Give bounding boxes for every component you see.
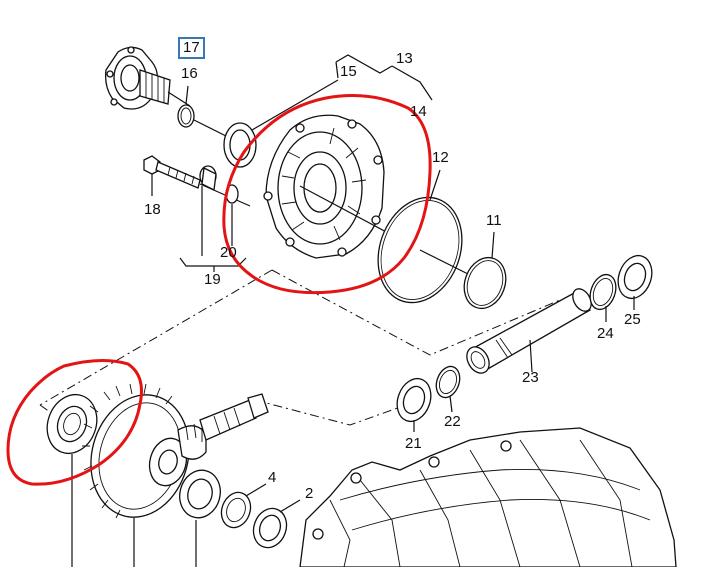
callout-4: 4 [268,469,277,486]
callout-22: 22 [444,413,461,430]
seal-25-part [617,254,653,310]
callout-12: 12 [432,149,449,166]
callout-18: 18 [144,201,161,218]
bearing-circle [6,358,143,486]
seal-ring-part [223,79,339,168]
ring-24-part [589,273,617,322]
housing-cover-circle [222,94,432,295]
circlip-part [177,85,231,139]
bolt-part [143,155,251,207]
callout-23: 23 [522,369,539,386]
callout-11: 11 [486,212,502,229]
callout-24: 24 [597,325,614,342]
ring-22-part [435,365,461,413]
tube-part [466,288,592,374]
callout-14: 14 [410,103,427,120]
small-o-ring-part [463,231,507,310]
callout-15: 15 [340,63,357,80]
bearing-4-part [179,469,221,567]
large-o-ring-part [377,169,471,304]
left-bearing-part [46,393,98,567]
gearbox-housing-part [299,427,677,567]
flange-shaft-part [104,46,191,110]
callout-2: 2 [305,485,314,502]
callout-20: 20 [220,244,237,261]
callout-16: 16 [181,65,198,82]
ring-gear-part [82,383,207,567]
callout-25: 25 [624,311,641,328]
housing-cover-part [263,114,421,259]
callout-17: 17 [178,37,205,59]
ring-near-4-part [220,483,267,529]
pinion-shaft-part [199,393,269,441]
seal-21-part [396,377,432,432]
callout-19: 19 [204,271,221,288]
callout-21: 21 [405,435,422,452]
seal-2-part [252,499,301,549]
bracket-13 [335,54,433,101]
callout-13: 13 [396,50,413,67]
plug-screw-part [199,165,239,256]
